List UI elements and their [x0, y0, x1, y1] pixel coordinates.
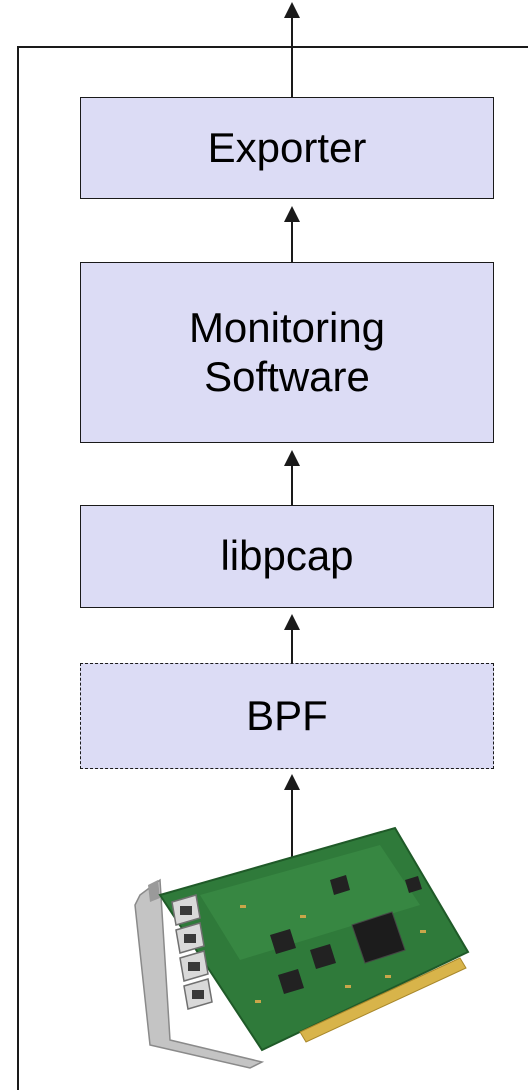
exporter-block: Exporter [80, 97, 494, 199]
network-card-image [134, 826, 470, 1069]
libpcap-block: libpcap [80, 505, 494, 608]
arrow-monitoring-to-exporter [284, 206, 300, 262]
arrow-bpf-to-libpcap [284, 614, 300, 663]
arrow-exporter-out [284, 2, 300, 97]
outer-frame [17, 46, 528, 1090]
arrow-libpcap-to-monitoring [284, 450, 300, 505]
exporter-label: Exporter [207, 123, 367, 171]
bpf-block: BPF [80, 663, 494, 769]
libpcap-label: libpcap [220, 532, 354, 580]
arrow-card-to-bpf [284, 774, 300, 862]
monitoring-software-block: Monitoring Software [80, 262, 494, 443]
bpf-label: BPF [246, 691, 328, 739]
monitoring-software-label: Monitoring Software [188, 304, 386, 400]
